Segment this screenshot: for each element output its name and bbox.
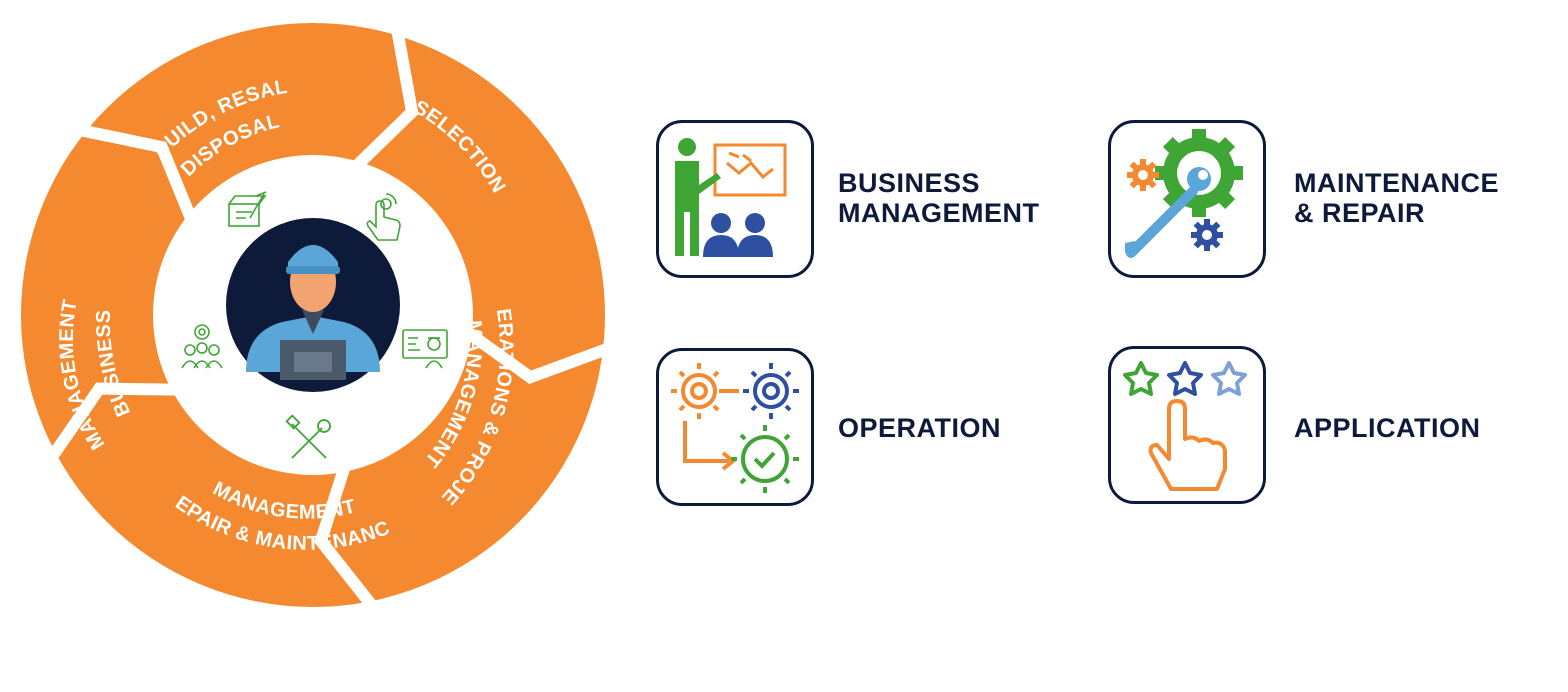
segment-separator-4 [73, 123, 198, 223]
blueprint-icon [228, 191, 267, 227]
cycle-diagram: REBUILD, RESALE, DISPOSAL SELECTION OPER… [0, 0, 616, 615]
legend-box-business-management [656, 120, 814, 278]
legend-label-maintenance-repair: MAINTENANCE & REPAIR [1294, 168, 1499, 228]
segment-separator-1 [462, 326, 616, 385]
technician-avatar-icon [226, 218, 400, 392]
legend-label-business-management: BUSINESS MANAGEMENT [838, 168, 1040, 228]
segment-separator-0 [351, 23, 419, 172]
presentation-icon [675, 138, 787, 257]
engineer-screen-icon [402, 329, 448, 369]
segment-separator-2 [314, 463, 381, 615]
segment-separator-3 [43, 382, 179, 465]
hand-pointer-icon [366, 193, 401, 241]
legend-label-application: APPLICATION [1294, 413, 1481, 443]
legend-box-operation [656, 348, 814, 506]
legend-label-operation: OPERATION [838, 413, 1002, 443]
legend-box-application [1108, 346, 1266, 504]
gear-workflow-icon [671, 363, 799, 493]
tools-icon [285, 414, 331, 459]
team-gear-icon [181, 324, 223, 369]
ring-separators [43, 23, 616, 615]
star-rating-hand-icon [1123, 361, 1247, 491]
legend-box-maintenance-repair [1108, 120, 1266, 278]
wrench-gears-icon [1125, 129, 1243, 258]
